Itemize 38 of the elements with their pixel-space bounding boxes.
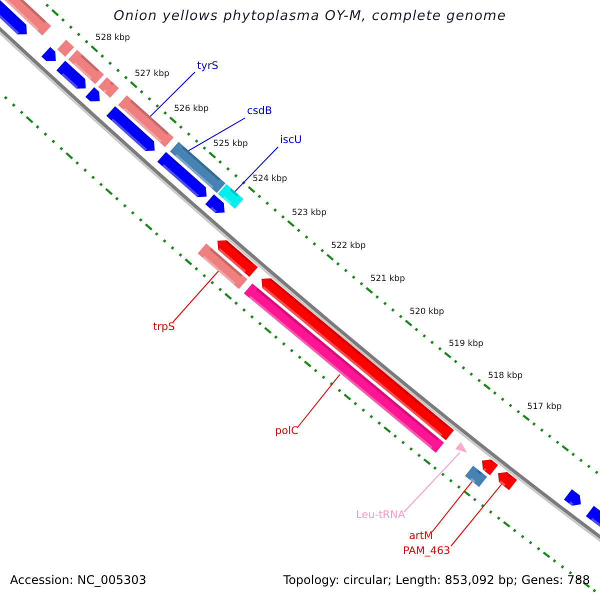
gene-label: artM bbox=[409, 530, 433, 543]
tick-label: 522 kbp bbox=[331, 241, 366, 252]
tick-label: 523 kbp bbox=[292, 208, 326, 219]
gene-block bbox=[198, 244, 248, 290]
leader-line bbox=[296, 374, 340, 428]
tick-label: 520 kbp bbox=[410, 307, 444, 318]
accession-text: Accession: NC_005303 bbox=[10, 573, 146, 588]
gene-block bbox=[118, 95, 174, 148]
gene-label: Leu-tRNA bbox=[356, 509, 406, 522]
leader-line bbox=[150, 72, 196, 117]
tick-label: 524 kbp bbox=[252, 174, 288, 185]
leader-line bbox=[188, 118, 246, 152]
tick-label: 518 kbp bbox=[488, 370, 523, 382]
tick-label: 527 kbp bbox=[134, 68, 170, 80]
leader-line bbox=[432, 481, 473, 532]
gene-block bbox=[218, 184, 244, 209]
tick-label: 526 kbp bbox=[174, 104, 209, 116]
trna-marker bbox=[455, 442, 468, 453]
leader-line bbox=[450, 484, 502, 546]
gene-label: iscU bbox=[280, 134, 302, 147]
leader-line bbox=[234, 146, 278, 192]
topology-text: Topology: circular; Length: 853,092 bp; Genes: 788 bbox=[283, 573, 590, 588]
tick-label: 521 kbp bbox=[370, 274, 405, 286]
gene-label: polC bbox=[275, 425, 298, 438]
gene-block bbox=[244, 284, 444, 453]
gene-label: trpS bbox=[153, 321, 175, 334]
chart-title: Onion yellows phytoplasma OY-M, complete genome bbox=[112, 8, 508, 24]
leader-line bbox=[172, 270, 219, 322]
gene-label: tyrS bbox=[197, 60, 218, 73]
gene-label: csdB bbox=[247, 105, 272, 118]
tick-label: 525 kbp bbox=[213, 139, 248, 150]
gene-label: PAM_463 bbox=[403, 545, 450, 558]
leader-line bbox=[404, 452, 460, 512]
gene-block bbox=[465, 466, 488, 488]
tick-label: 519 kbp bbox=[448, 339, 484, 350]
gene-block bbox=[498, 472, 517, 490]
tick-label: 528 kbp bbox=[95, 32, 130, 44]
tick-label: 517 kbp bbox=[527, 402, 562, 413]
